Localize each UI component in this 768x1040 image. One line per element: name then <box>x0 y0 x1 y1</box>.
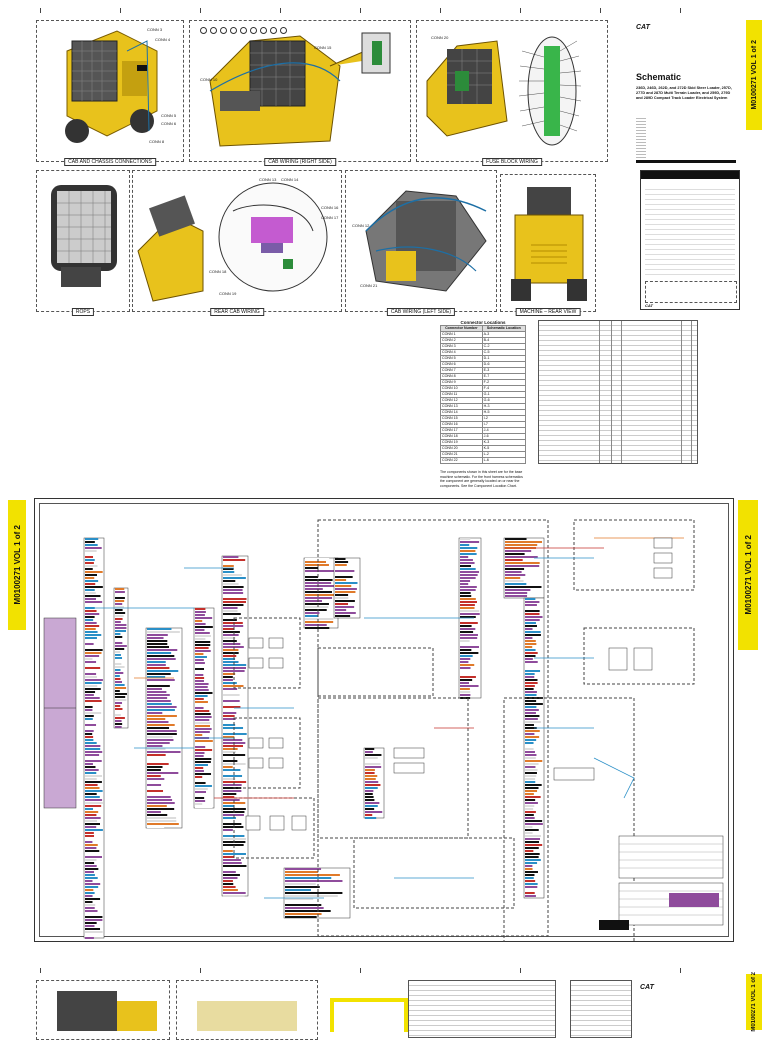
callout-label: CONN 3 <box>147 27 163 32</box>
callout-bubble <box>220 27 227 34</box>
panel-preview <box>176 980 318 1040</box>
callout-bubble <box>250 27 257 34</box>
registration-tick <box>440 8 441 13</box>
panel-caption: CAB WIRING (LEFT SIDE) <box>386 308 456 316</box>
callout-label: CONN 4 <box>155 37 171 42</box>
rops-preview <box>330 998 408 1032</box>
callout-label: CONN 6 <box>161 121 177 126</box>
table-preview <box>570 980 632 1038</box>
title-rule <box>636 160 736 163</box>
table-cell: L-6 <box>481 457 527 464</box>
callout-label: CONN 15 <box>314 45 332 50</box>
callout-bubble <box>270 27 277 34</box>
callout-label: CONN 16 <box>321 205 339 210</box>
panel-fuse-block: CONN 20 FUSE BLOCK WIRING <box>416 20 608 166</box>
panel-cab-chassis: CONN 3 CONN 4 CONN 5 CONN 6 CONN 8 CAB A… <box>36 20 184 166</box>
fuse-block-illustration <box>426 36 582 146</box>
model-list <box>636 118 646 158</box>
schematic-page-2: M0100271 VOL 1 of 2 M0100271 VOL 1 of 2 <box>0 488 768 958</box>
panel-caption: CAB AND CHASSIS CONNECTIONS <box>64 158 156 166</box>
title-block: CAT Schematic 236D, 246D, 262D, and 272D… <box>632 20 748 164</box>
callout-label: CONN 5 <box>161 113 177 118</box>
registration-tick <box>520 8 521 13</box>
component-location-table <box>538 320 698 464</box>
panel-cab-wiring-right: CONN 15 CONN 10 CAB WIRING (RIGHT SIDE) <box>189 20 411 166</box>
callout-label: CONN 17 <box>321 215 339 220</box>
connector-location-table: Connector Locations Connector Number Sch… <box>440 320 527 488</box>
registration-tick <box>360 968 361 973</box>
callout-label: CONN 8 <box>149 139 165 144</box>
registration-tick <box>120 8 121 13</box>
callout-label: CONN 13 <box>259 177 277 182</box>
cab-right-illustration <box>209 32 391 147</box>
panel-preview <box>36 980 170 1040</box>
registration-tick <box>680 8 681 13</box>
callout-label: CONN 18 <box>209 269 227 274</box>
schematic-page-1: CONN 3 CONN 4 CONN 5 CONN 6 CONN 8 CAB A… <box>0 8 768 488</box>
registration-tick <box>360 8 361 13</box>
callout-bubble <box>200 27 207 34</box>
schematic-models: 236D, 246D, 262D, and 272D Skid Steer Lo… <box>636 86 732 100</box>
cat-logo: CAT <box>640 984 654 991</box>
registration-tick <box>280 8 281 13</box>
panel-machine-rear: MACHINE – REAR VIEW <box>500 174 596 316</box>
callout-label: CONN 14 <box>281 177 299 182</box>
panel-rear-cab-wiring: CONN 13 CONN 14 CONN 16 CONN 17 CONN 18 … <box>132 170 342 316</box>
panel-rops: ROPS <box>36 170 130 316</box>
callout-bubble <box>260 27 267 34</box>
registration-tick <box>40 968 41 973</box>
table-header: Schematic Location <box>481 325 527 332</box>
volume-tab: M0100271 VOL 1 of 2 <box>746 20 762 130</box>
callout-bubble <box>230 27 237 34</box>
registration-tick <box>200 8 201 13</box>
panel-caption: CAB WIRING (RIGHT SIDE) <box>264 158 336 166</box>
machine-rear-illustration <box>511 187 587 301</box>
table-header: Connector Number <box>440 325 483 332</box>
callout-bubble <box>280 27 287 34</box>
registration-tick <box>200 968 201 973</box>
registration-tick <box>40 8 41 13</box>
callout-bubble <box>240 27 247 34</box>
table-preview <box>408 980 556 1038</box>
cat-logo-small: CAT <box>645 303 653 308</box>
registration-tick <box>680 968 681 973</box>
cat-logo: CAT <box>636 24 650 31</box>
cab-left-illustration <box>365 190 487 292</box>
panel-cab-wiring-left: CONN 12 CONN 21 CAB WIRING (LEFT SIDE) <box>345 170 497 316</box>
panel-caption: ROPS <box>71 308 95 316</box>
schematic-title: Schematic <box>636 72 682 82</box>
panel-caption: REAR CAB WIRING <box>210 308 264 316</box>
callout-label: CONN 20 <box>431 35 449 40</box>
rops-illustration <box>51 185 117 287</box>
connector-table: Connector Number Schematic Location CONN… <box>440 325 527 464</box>
volume-tab-right: M0100271 VOL 1 of 2 <box>738 500 758 650</box>
table-cell: CONN 22 <box>440 457 483 464</box>
callout-label: CONN 21 <box>360 283 378 288</box>
callout-label: CONN 19 <box>219 291 237 296</box>
registration-tick <box>520 968 521 973</box>
symbol-legend: CAT <box>640 170 740 310</box>
panel-caption: FUSE BLOCK WIRING <box>482 158 542 166</box>
callout-label: CONN 12 <box>352 223 370 228</box>
callout-label: CONN 10 <box>200 77 218 82</box>
registration-tick <box>600 8 601 13</box>
panel-caption: MACHINE – REAR VIEW <box>515 308 581 316</box>
callout-bubble <box>210 27 217 34</box>
schematic-page-3: CAT M0100271 VOL 1 of 2 <box>0 968 768 1040</box>
cab-chassis-illustration <box>65 30 158 143</box>
component-note: The components shown in this sheet are f… <box>440 470 523 488</box>
wiring-schematic <box>43 519 724 942</box>
volume-tab: M0100271 VOL 1 of 2 <box>8 500 26 630</box>
connector-table-title: Connector Locations <box>460 320 506 325</box>
rear-cab-illustration <box>137 182 328 302</box>
volume-tab: M0100271 VOL 1 of 2 <box>746 972 762 1032</box>
